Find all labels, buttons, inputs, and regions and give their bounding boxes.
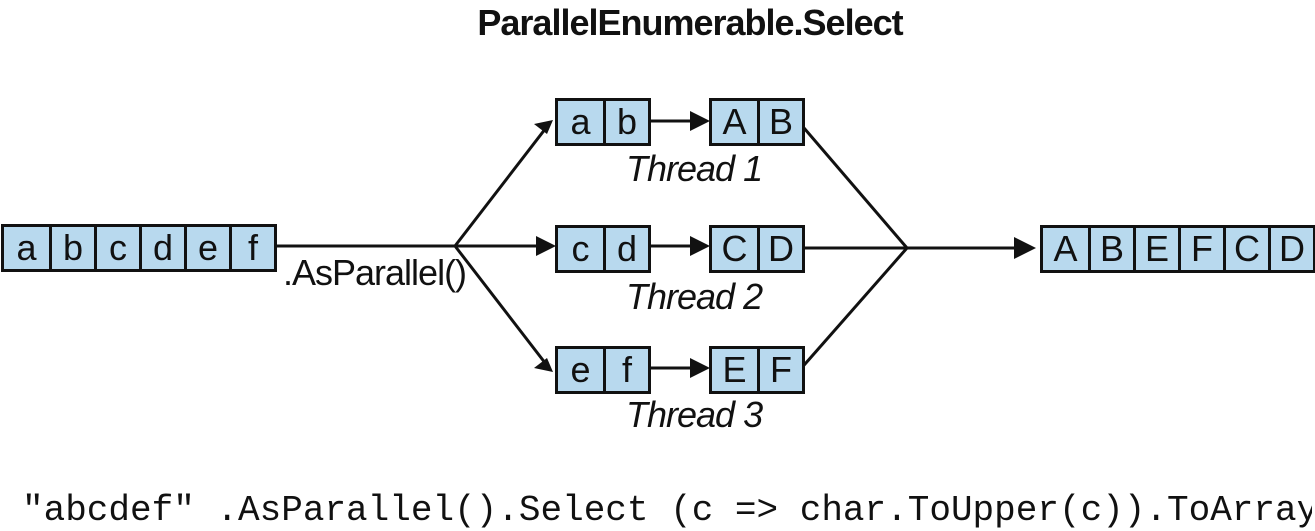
partition-label: .AsParallel(): [283, 252, 467, 293]
thread-output-cell: A: [722, 101, 747, 142]
thread-input-cell: c: [571, 228, 590, 269]
output-cell: C: [1223, 228, 1268, 270]
thread-1-output: A B: [709, 98, 805, 146]
thread-output-cell: F: [757, 349, 802, 391]
merge-line-3: [796, 247, 909, 373]
split-arrowhead-2: [536, 236, 556, 256]
input-cell: e: [184, 227, 229, 269]
thread-1-label: Thread 1: [626, 148, 763, 189]
thread-output-cell: C: [721, 228, 748, 269]
thread-input-cell: b: [603, 101, 648, 143]
thread-input-cell: e: [570, 349, 591, 390]
diagram-title: ParallelEnumerable.Select: [477, 2, 903, 43]
output-cell: F: [1178, 228, 1223, 270]
thread-input-cell: a: [570, 101, 591, 142]
output-cell: B: [1088, 228, 1133, 270]
thread-input-cell: d: [603, 228, 648, 270]
split-arrowhead-3: [534, 358, 553, 372]
thread-3-label: Thread 3: [626, 394, 763, 435]
thread-3-input: e f: [555, 346, 651, 394]
thread-arrowhead-2: [690, 236, 710, 256]
input-cell: b: [49, 227, 94, 269]
thread-1-input: a b: [555, 98, 651, 146]
output-cell: D: [1268, 228, 1313, 270]
output-cell: A: [1053, 228, 1078, 269]
thread-output-cell: E: [722, 349, 747, 390]
thread-arrowhead-3: [690, 358, 710, 378]
split-arrow-3: [453, 245, 551, 369]
input-cell: f: [229, 227, 274, 269]
thread-2-input: c d: [555, 225, 651, 273]
thread-2-output: C D: [709, 225, 805, 273]
input-cell: d: [139, 227, 184, 269]
input-sequence: a b c d e f: [1, 224, 277, 272]
thread-arrowhead-1: [690, 111, 710, 131]
input-cell: c: [94, 227, 139, 269]
thread-2-label: Thread 2: [626, 276, 763, 317]
split-arrow-1: [453, 123, 551, 247]
thread-input-cell: f: [603, 349, 648, 391]
thread-3-output: E F: [709, 346, 805, 394]
code-snippet: "abcdef" .AsParallel().Select (c => char…: [22, 490, 1312, 531]
output-sequence: A B E F C D: [1040, 225, 1315, 273]
input-cell: a: [16, 227, 37, 268]
output-arrowhead: [1014, 237, 1036, 259]
merge-line-1: [796, 120, 909, 249]
split-arrowhead-1: [534, 120, 553, 134]
thread-output-cell: D: [757, 228, 802, 270]
thread-output-cell: B: [757, 101, 802, 143]
output-cell: E: [1133, 228, 1178, 270]
